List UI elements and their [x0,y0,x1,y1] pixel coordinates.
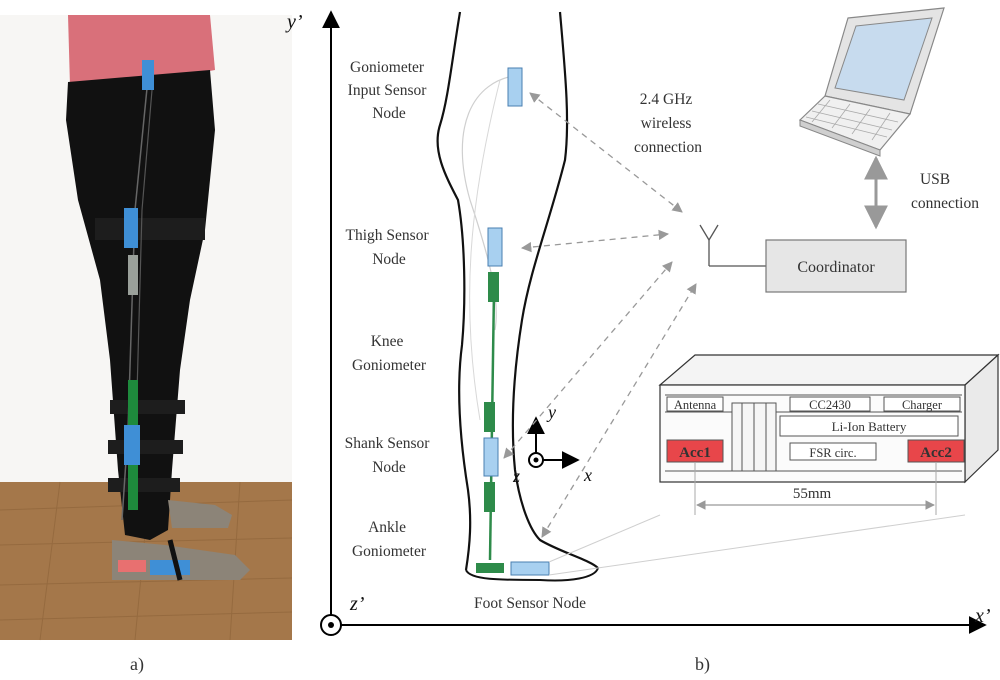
link-thigh-node [520,229,670,253]
board-fsr-label: FSR circ. [809,446,856,460]
photo-knee-goniometer [128,255,138,295]
antenna-icon [699,224,766,267]
wireless-connection-label: 2.4 GHz wireless connection [634,91,702,156]
leg-outline-back [436,11,472,571]
x-prime-label: x’ [974,605,991,627]
board-cc2430 [789,396,871,412]
pink-shirt [68,15,215,86]
local-y-label: y [546,402,556,422]
y-prime-label: y’ [285,11,303,33]
panel-b-caption: b) [695,654,710,675]
sensor-board: Antenna CC2430 Charger Li-Ion Battery Ac… [658,353,1000,515]
board-acc2-label: Acc2 [920,445,952,461]
usb-connection-label: USB connection [911,171,979,212]
board-battery [779,415,959,437]
goniometer-input-sensor-node [507,67,523,107]
foot-outline [465,567,599,582]
foot-node-label: Foot Sensor Node [474,595,586,612]
link-foot-node [541,283,697,538]
shank-goniometer-block-bottom [484,482,495,512]
foot-sensor-node [510,561,550,576]
board-acc1-label: Acc1 [679,445,711,461]
photo-foot-sensor [150,560,190,575]
z-prime-label: z’ [349,593,365,615]
goniometer-input-node-label: Goniometer Input Sensor Node [348,59,431,122]
diagram-panel: y’ x’ z’ y x z Goniometer Input Sensor [285,7,1000,675]
photo-hip-sensor [142,60,154,90]
board-antenna [666,396,724,412]
coordinator-label: Coordinator [797,259,875,276]
photo-shank-sensor [124,425,140,465]
panel-a-caption: a) [130,654,144,675]
shank-sensor-node [483,437,499,477]
board-cc2430-label: CC2430 [809,398,851,412]
shank-node-label: Shank Sensor Node [345,435,434,476]
thigh-goniometer-block [488,272,499,302]
shank-goniometer-block-top [484,402,495,432]
local-z-label: z [512,466,520,486]
board-battery-label: Li-Ion Battery [832,419,907,434]
thigh-node-label: Thigh Sensor Node [346,227,433,268]
link-shank-node [503,261,673,459]
coordinator-box [765,239,907,293]
photo-back-shoe [168,500,232,528]
ankle-goniometer-block [476,563,504,573]
board-fsr [789,442,877,461]
photo-thigh-sensor [124,208,138,248]
board-dimension-label: 55mm [793,486,832,502]
black-leggings [66,70,215,540]
board-antenna-label: Antenna [674,398,717,412]
knee-goniometer-label: Knee Goniometer [352,333,427,374]
laptop-icon [798,7,945,157]
thigh-sensor-node [487,227,503,267]
photo-panel: a) [0,15,293,675]
board-charger-label: Charger [902,398,943,412]
board-charger [883,396,961,412]
ankle-goniometer-label: Ankle Goniometer [352,519,427,560]
